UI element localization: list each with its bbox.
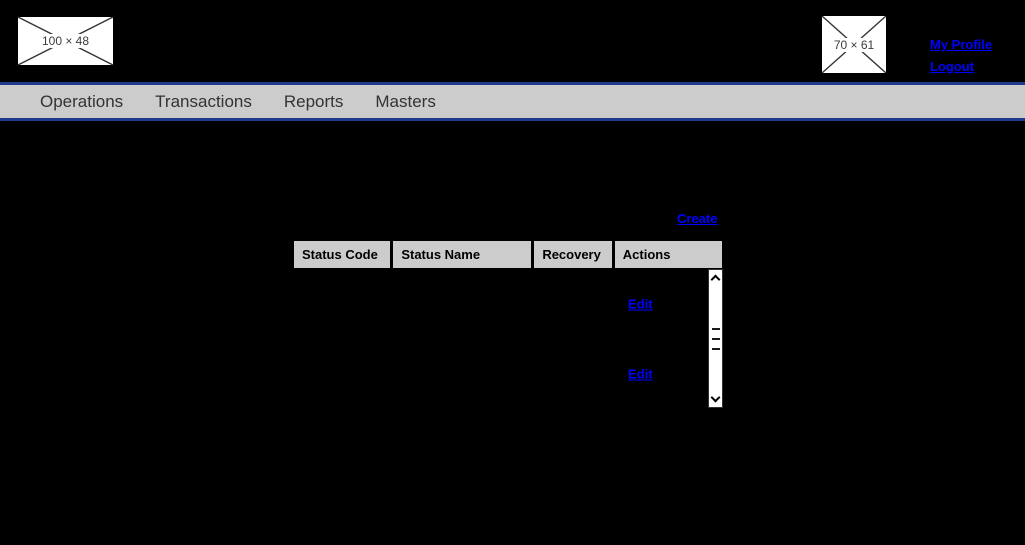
main-nav: Operations Transactions Reports Masters bbox=[0, 82, 1025, 121]
profile-placeholder-label: 70 × 61 bbox=[831, 37, 877, 52]
logout-link[interactable]: Logout bbox=[930, 59, 975, 74]
table-row: Edit bbox=[293, 269, 708, 339]
placeholder-cross-icon bbox=[16, 15, 115, 67]
table-scrollbar[interactable] bbox=[708, 269, 723, 408]
column-header-actions: Actions bbox=[613, 240, 724, 269]
logo-placeholder-label: 100 × 48 bbox=[39, 34, 92, 48]
nav-item-reports[interactable]: Reports bbox=[283, 92, 344, 111]
table-row: Edit bbox=[293, 339, 708, 408]
scroll-down-icon[interactable] bbox=[710, 392, 721, 403]
my-profile-link[interactable]: My Profile bbox=[930, 37, 993, 52]
scrollbar-grip-icon[interactable] bbox=[711, 327, 720, 350]
nav-item-transactions[interactable]: Transactions bbox=[155, 92, 252, 111]
nav-item-masters[interactable]: Masters bbox=[375, 92, 436, 111]
nav-item-operations[interactable]: Operations bbox=[40, 92, 124, 111]
logo-placeholder-image: 100 × 48 bbox=[16, 15, 115, 67]
status-table-body: Edit Edit bbox=[293, 269, 723, 408]
create-link[interactable]: Create bbox=[677, 211, 718, 226]
profile-placeholder-image: 70 × 61 bbox=[820, 14, 888, 75]
edit-link[interactable]: Edit bbox=[628, 366, 653, 382]
column-header-status-code: Status Code bbox=[293, 240, 392, 269]
edit-link[interactable]: Edit bbox=[628, 296, 653, 312]
column-header-recovery: Recovery bbox=[533, 240, 613, 269]
scroll-up-icon[interactable] bbox=[710, 274, 721, 285]
status-table-header: Status Code Status Name Recovery Actions bbox=[293, 240, 724, 269]
column-header-status-name: Status Name bbox=[392, 240, 533, 269]
